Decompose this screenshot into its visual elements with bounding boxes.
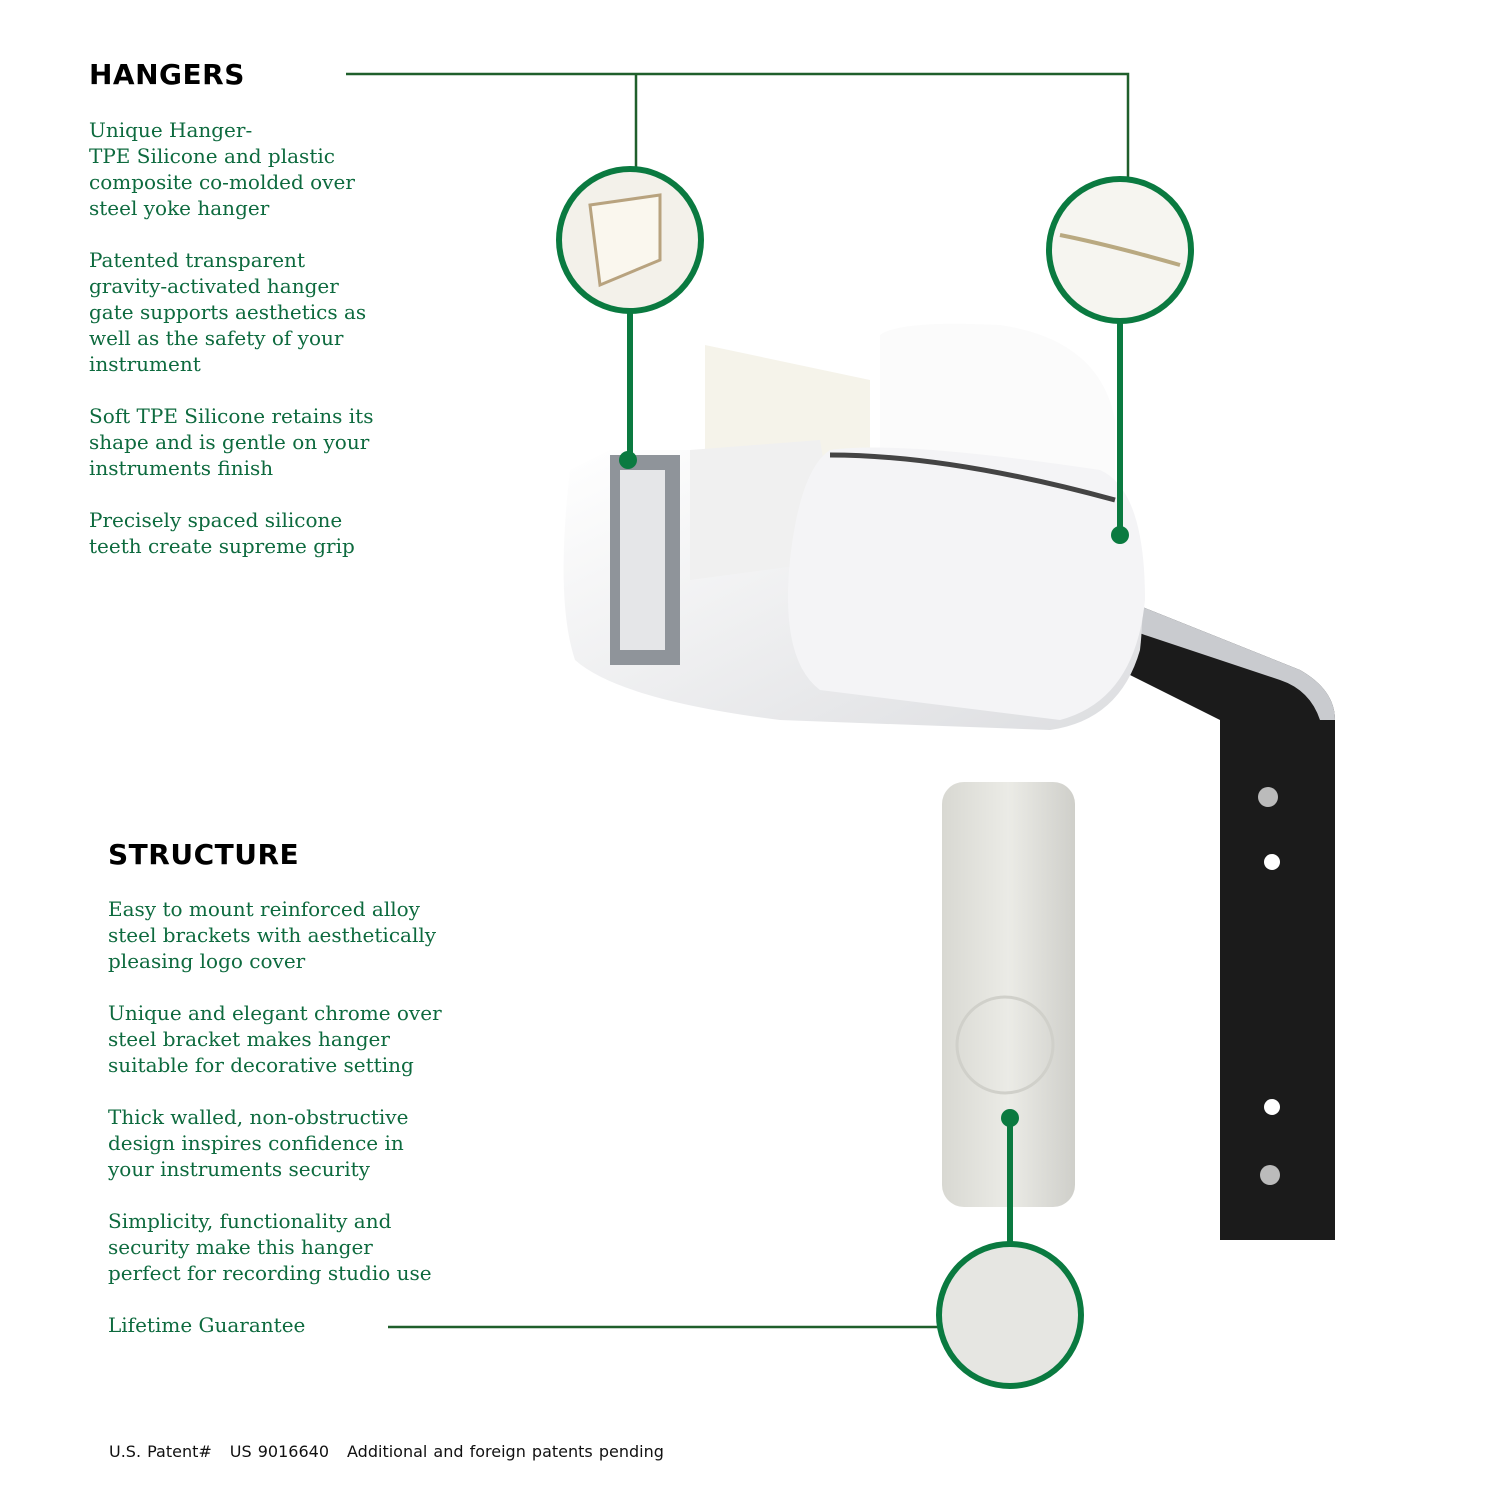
patents-pending: Additional and foreign patents pending xyxy=(347,1442,664,1461)
patent-number: US 9016640 xyxy=(229,1442,330,1461)
screw-icon xyxy=(1260,1165,1280,1185)
structure-heading: STRUCTURE xyxy=(108,838,300,871)
hangers-heading: HANGERS xyxy=(89,58,245,91)
screw-icon xyxy=(1258,787,1278,807)
logo-cover xyxy=(942,782,1075,1207)
structure-feature: Unique and elegant chrome over steel bra… xyxy=(108,1001,442,1077)
detail-callout-gate xyxy=(556,166,704,314)
structure-feature: Easy to mount reinforced alloy steel bra… xyxy=(108,897,437,973)
hangers-feature: Unique Hanger- TPE Silicone and plastic … xyxy=(89,118,355,220)
structure-feature: Simplicity, functionality and security m… xyxy=(108,1209,432,1285)
patent-label: U.S. Patent# xyxy=(109,1442,212,1461)
hangers-feature: Patented transparent gravity-activated h… xyxy=(89,248,367,376)
structure-feature: Lifetime Guarantee xyxy=(108,1313,306,1337)
callout-lines xyxy=(346,72,1130,1329)
detail-callout-logo xyxy=(936,1241,1084,1389)
hangers-feature: Soft TPE Silicone retains its shape and … xyxy=(89,404,374,480)
chrome-bracket xyxy=(1100,590,1335,1240)
patent-footer: U.S. Patent# US 9016640 Additional and for… xyxy=(109,1442,682,1461)
hanger-yoke xyxy=(563,323,1145,730)
hangers-feature: Precisely spaced silicone teeth create s… xyxy=(89,508,355,558)
detail-callout-silicone xyxy=(1046,176,1194,324)
structure-feature: Thick walled, non-obstructive design ins… xyxy=(108,1105,409,1181)
